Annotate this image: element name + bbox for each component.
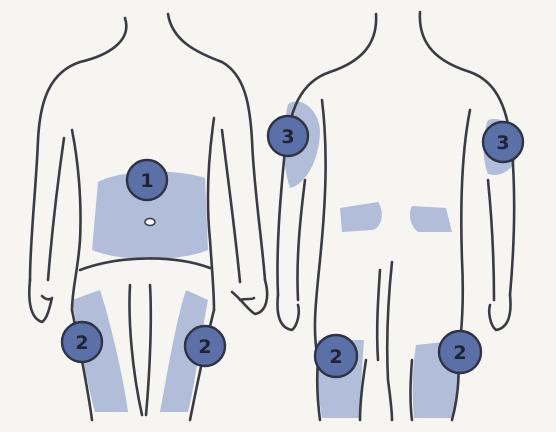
marker-back-left-thigh: 2 xyxy=(315,335,357,377)
marker-label: 2 xyxy=(329,346,342,368)
back-right-torso-side xyxy=(458,110,470,360)
front-right-torso-side xyxy=(208,118,214,310)
back-right-hand xyxy=(489,295,510,330)
front-left-leg-inner xyxy=(130,285,143,415)
front-right-leg-inner xyxy=(146,285,151,415)
marker-label: 1 xyxy=(140,170,153,192)
back-left-hand xyxy=(278,295,299,330)
front-waistline xyxy=(80,258,210,270)
marker-label: 2 xyxy=(198,336,211,358)
front-right-hand xyxy=(232,280,267,314)
back-buttock-split xyxy=(387,262,392,420)
back-right-leg-inner xyxy=(411,360,413,420)
front-left-torso-side xyxy=(72,130,81,310)
marker-front-left-thigh: 2 xyxy=(62,322,102,362)
front-left-hand xyxy=(29,280,52,322)
marker-back-left-arm: 3 xyxy=(268,116,308,156)
marker-back-right-arm: 3 xyxy=(483,122,523,162)
back-left-elbow-zone xyxy=(340,202,382,232)
back-body xyxy=(277,12,518,420)
front-body xyxy=(29,14,267,420)
marker-label: 2 xyxy=(75,332,88,354)
back-buttock-line xyxy=(377,270,380,360)
back-right-inner-arm xyxy=(488,180,494,300)
front-left-inner-arm xyxy=(48,138,64,280)
marker-label: 2 xyxy=(453,342,466,364)
marker-front-abdomen: 1 xyxy=(127,160,167,200)
marker-front-right-thigh: 2 xyxy=(185,326,225,366)
navel xyxy=(145,219,155,226)
back-right-elbow-zone xyxy=(410,206,452,232)
back-left-inner-arm xyxy=(297,180,305,300)
marker-back-right-thigh: 2 xyxy=(439,331,481,373)
marker-label: 3 xyxy=(281,126,294,148)
marker-label: 3 xyxy=(496,132,509,154)
front-right-inner-arm xyxy=(222,130,240,282)
